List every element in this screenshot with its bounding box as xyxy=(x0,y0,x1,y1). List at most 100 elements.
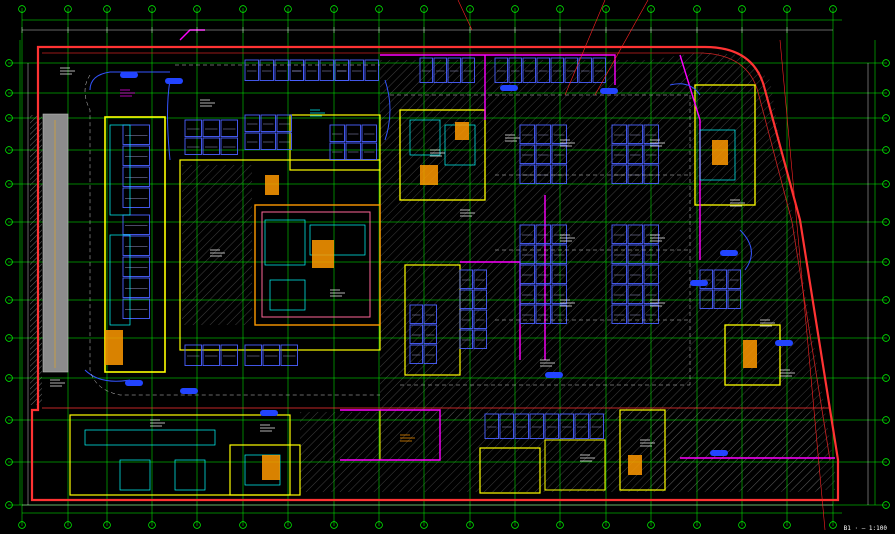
parking-space xyxy=(535,284,551,304)
parking-space xyxy=(202,137,220,155)
parking-space xyxy=(611,224,627,244)
drawing-caption: B1 · — 1:100 xyxy=(843,525,887,532)
parking-space xyxy=(122,166,150,187)
section-tag xyxy=(120,72,138,78)
parking-space xyxy=(519,144,535,164)
axis-bubble xyxy=(5,334,13,342)
parking-space xyxy=(519,124,535,144)
parking-space xyxy=(184,344,202,366)
axis-bubble xyxy=(5,416,13,424)
parking-space xyxy=(611,264,627,284)
parking-space xyxy=(220,119,238,137)
parking-space xyxy=(574,413,589,439)
parking-space xyxy=(551,224,567,244)
parking-space xyxy=(551,124,567,144)
annotation-marks xyxy=(50,67,795,462)
parking-space xyxy=(289,59,304,81)
axis-bubble xyxy=(783,5,791,13)
parking-space xyxy=(551,164,567,184)
parking-space xyxy=(550,57,564,83)
axis-bubble xyxy=(193,521,201,529)
parking-space xyxy=(364,59,379,81)
axis-bubble xyxy=(330,5,338,13)
parking-space xyxy=(459,329,473,349)
parking-space xyxy=(627,264,643,284)
parking-space xyxy=(274,59,289,81)
parking-space xyxy=(459,289,473,309)
parking-space xyxy=(551,264,567,284)
parking-space xyxy=(494,57,508,83)
axis-bubble xyxy=(330,521,338,529)
left-strip xyxy=(42,113,69,373)
wall-blocks xyxy=(69,84,781,496)
parking-space xyxy=(643,224,659,244)
axis-bubble xyxy=(882,334,890,342)
parking-space xyxy=(522,57,536,83)
axis-bubble xyxy=(882,89,890,97)
parking-spaces xyxy=(122,57,741,439)
parking-space xyxy=(519,244,535,264)
axis-bubble xyxy=(693,521,701,529)
reference-lines xyxy=(457,0,826,531)
axis-bubble xyxy=(829,521,837,529)
parking-space xyxy=(276,132,292,150)
axis-bubble xyxy=(375,5,383,13)
parking-space xyxy=(409,304,423,324)
parking-space xyxy=(699,289,713,309)
axis-bubble xyxy=(647,521,655,529)
parking-space xyxy=(551,284,567,304)
parking-space xyxy=(304,59,319,81)
parking-space xyxy=(535,164,551,184)
parking-space xyxy=(535,144,551,164)
axis-bubble xyxy=(5,59,13,67)
parking-space xyxy=(611,244,627,264)
section-tag xyxy=(710,450,728,456)
parking-space xyxy=(536,57,550,83)
axis-bubble xyxy=(5,374,13,382)
parking-space xyxy=(276,114,292,132)
parking-space xyxy=(122,145,150,166)
parking-space xyxy=(244,132,260,150)
axis-bubble xyxy=(5,146,13,154)
axis-bubble xyxy=(738,5,746,13)
parking-space xyxy=(122,235,150,256)
axis-bubble xyxy=(5,114,13,122)
parking-space xyxy=(551,304,567,324)
parking-space xyxy=(535,224,551,244)
parking-space xyxy=(535,304,551,324)
parking-space xyxy=(611,164,627,184)
parking-space xyxy=(627,164,643,184)
parking-space xyxy=(259,59,274,81)
parking-space xyxy=(551,144,567,164)
section-tag xyxy=(775,340,793,346)
axis-bubble xyxy=(882,458,890,466)
parking-space xyxy=(499,413,514,439)
axis-bubble xyxy=(882,218,890,226)
axis-bubble xyxy=(284,521,292,529)
axis-bubble xyxy=(556,521,564,529)
parking-space xyxy=(535,244,551,264)
parking-space xyxy=(461,57,475,83)
axis-bubble xyxy=(239,521,247,529)
parking-space xyxy=(122,298,150,319)
parking-space xyxy=(122,256,150,277)
axis-bubble xyxy=(829,5,837,13)
parking-space xyxy=(519,164,535,184)
axis-bubble xyxy=(882,416,890,424)
axis-bubble xyxy=(466,5,474,13)
parking-space xyxy=(423,344,437,364)
parking-space xyxy=(643,244,659,264)
axis-bubble xyxy=(420,521,428,529)
parking-space xyxy=(473,269,487,289)
parking-space xyxy=(643,144,659,164)
parking-space xyxy=(699,269,713,289)
parking-space xyxy=(611,144,627,164)
axis-bubble xyxy=(783,521,791,529)
axis-bubble xyxy=(882,501,890,509)
parking-space xyxy=(508,57,522,83)
partitions xyxy=(179,29,835,461)
axis-bubble xyxy=(738,521,746,529)
parking-space xyxy=(334,59,349,81)
axis-bubble xyxy=(420,5,428,13)
